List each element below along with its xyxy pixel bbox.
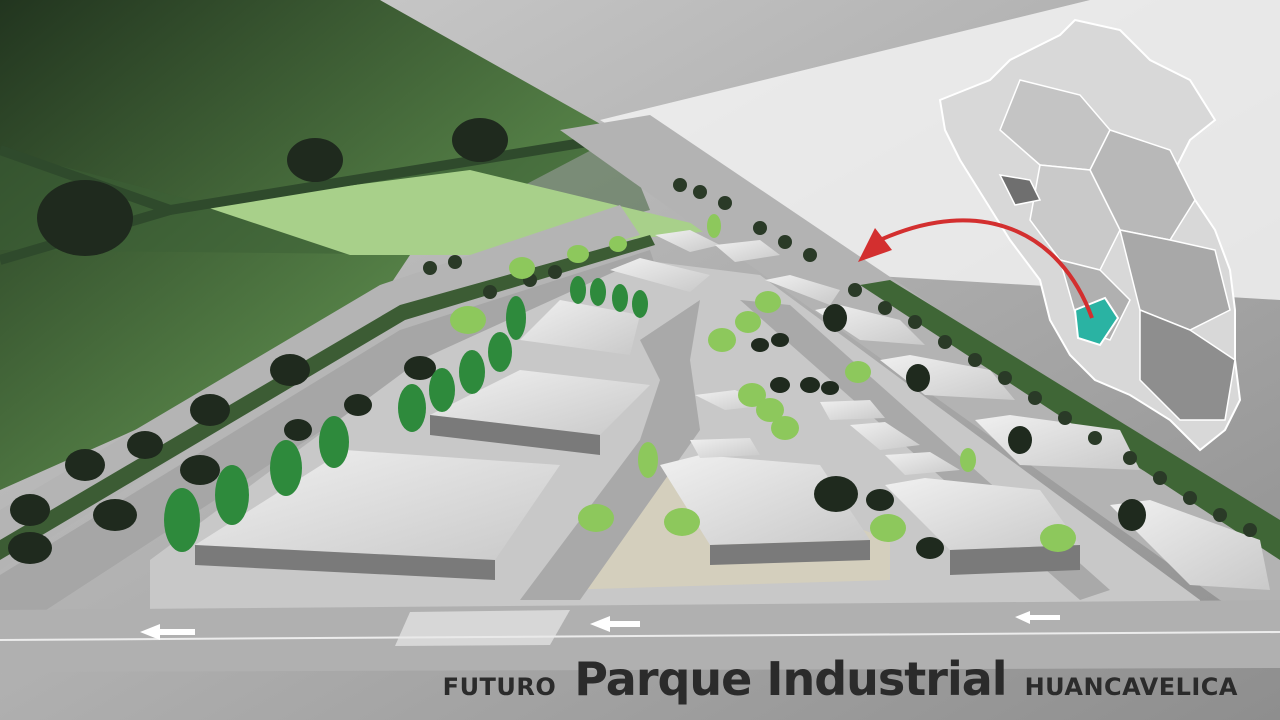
buildings (195, 230, 1270, 590)
highway (0, 205, 640, 570)
conifers (164, 276, 648, 552)
dark-trees (8, 118, 1146, 564)
left-arrow-icon-2 (590, 616, 640, 632)
peru-map-icon (938, 18, 1242, 452)
left-arrow-icon (140, 624, 195, 640)
huancavelica-region (1073, 296, 1120, 347)
hedge-dots (423, 178, 1257, 537)
caption-title: Parque Industrial (574, 652, 1007, 706)
caption-prefix: FUTURO (442, 673, 557, 701)
internal-road (520, 300, 700, 600)
bottom-road-line (0, 631, 1280, 641)
crosswalk (395, 610, 570, 646)
left-arrow-icon-3 (1015, 611, 1060, 624)
curved-arrow-icon (858, 218, 1094, 319)
field-path-2 (169, 135, 601, 215)
light-trees (450, 214, 1076, 552)
caption-suffix: HUANCAVELICA (1024, 673, 1238, 701)
caption: FUTURO Parque Industrial HUANCAVELICA (0, 652, 1238, 706)
